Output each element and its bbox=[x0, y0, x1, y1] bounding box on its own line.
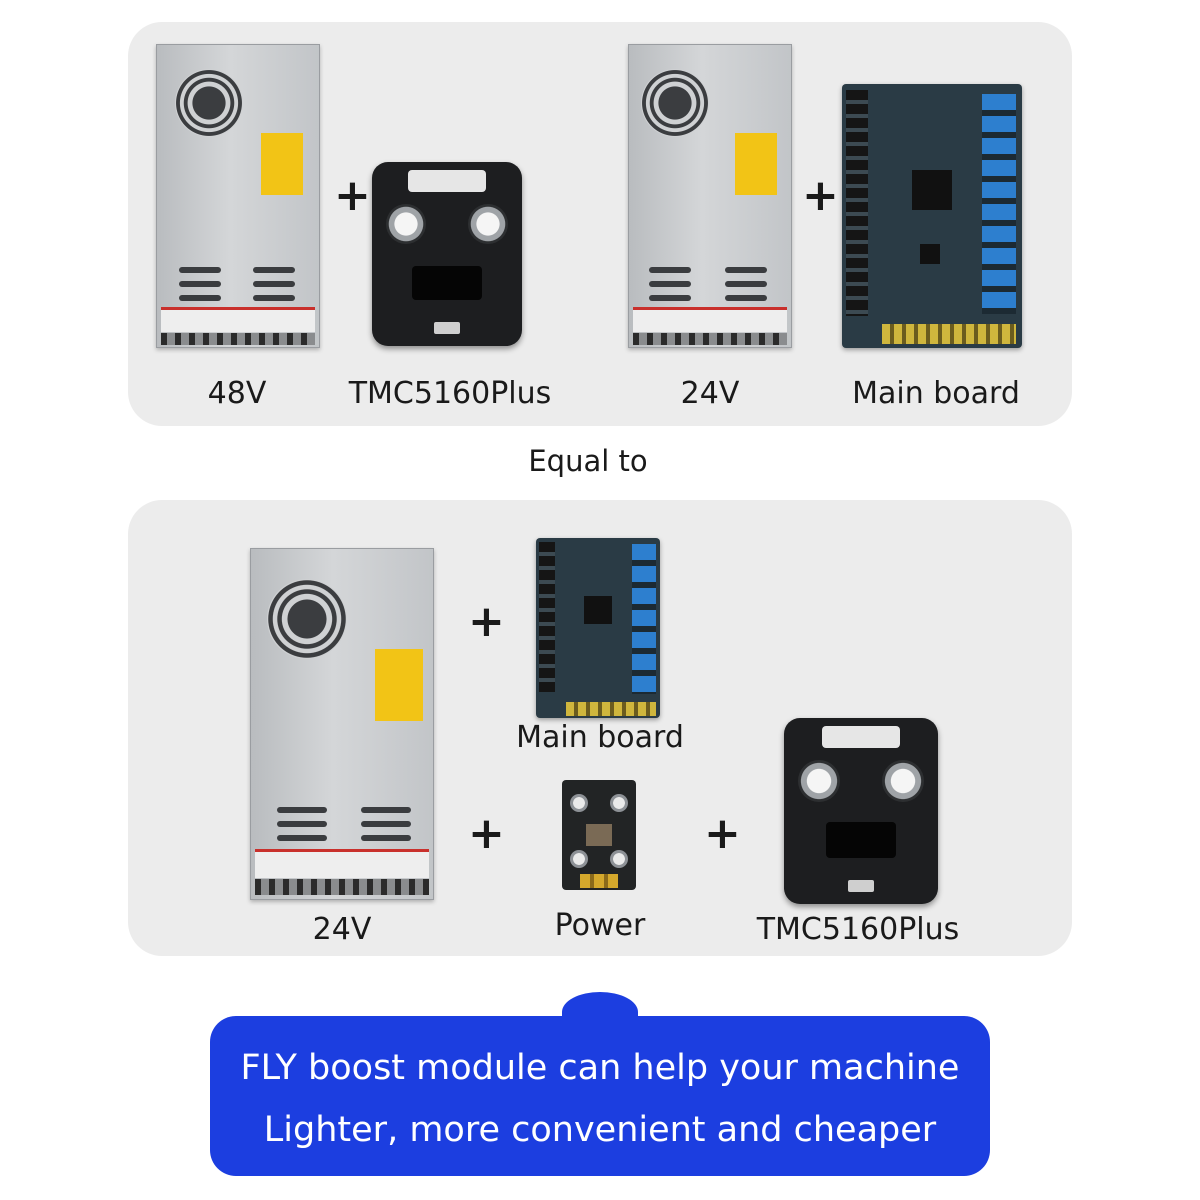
label-24v: 24V bbox=[312, 912, 372, 947]
banner-line-1: FLY boost module can help your machine bbox=[240, 1048, 960, 1088]
power-supply-24v-image bbox=[250, 548, 434, 900]
label-main-board: Main board bbox=[852, 376, 1020, 411]
promo-banner bbox=[210, 1016, 990, 1176]
tmc5160plus-module-image bbox=[372, 162, 522, 346]
power-supply-48v-image bbox=[156, 44, 320, 348]
label-48v: 48V bbox=[207, 376, 267, 411]
plus-sign: + bbox=[468, 596, 505, 647]
banner-line-2: Lighter, more convenient and cheaper bbox=[263, 1110, 937, 1150]
label-tmc5160plus: TMC5160Plus bbox=[348, 376, 552, 411]
label-tmc5160plus: TMC5160Plus bbox=[756, 912, 960, 947]
label-power: Power bbox=[554, 908, 646, 943]
main-board-image bbox=[842, 84, 1022, 348]
equal-to-text: Equal to bbox=[528, 444, 648, 478]
plus-sign: + bbox=[334, 170, 371, 221]
tmc5160plus-module-image bbox=[784, 718, 938, 904]
plus-sign: + bbox=[468, 808, 505, 859]
main-board-image bbox=[536, 538, 660, 718]
label-main-board: Main board bbox=[516, 720, 684, 755]
plus-sign: + bbox=[704, 808, 741, 859]
power-module-image bbox=[562, 780, 636, 890]
power-supply-24v-image bbox=[628, 44, 792, 348]
plus-sign: + bbox=[802, 170, 839, 221]
label-24v: 24V bbox=[680, 376, 740, 411]
